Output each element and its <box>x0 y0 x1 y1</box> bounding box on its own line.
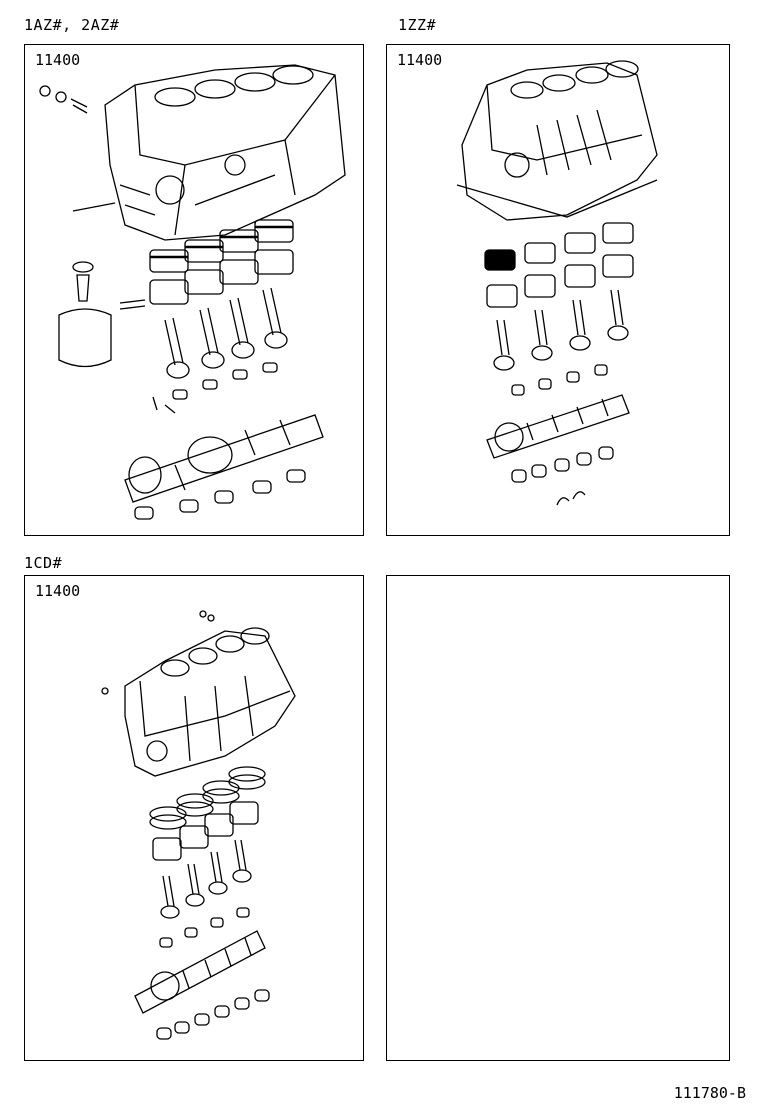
piston-icon <box>149 766 266 861</box>
short-block-diagram-1az <box>39 64 346 520</box>
diagram-id: 111780-B <box>673 1084 746 1102</box>
panel-1cd: 11400 <box>24 575 364 1061</box>
bearing-icon <box>156 907 270 1040</box>
part-number-label: 11400 <box>397 51 443 69</box>
crankshaft-icon <box>486 394 630 459</box>
crankshaft-icon <box>124 396 324 503</box>
model-label-1cd: 1CD# <box>24 554 63 572</box>
bearing-icon <box>134 362 306 520</box>
crankshaft-icon <box>134 930 266 1014</box>
connecting-rod-icon <box>164 287 288 379</box>
connecting-rod-icon <box>493 289 629 371</box>
panel-1zz: 11400 <box>386 44 730 536</box>
engine-block-icon <box>104 64 346 241</box>
short-block-diagram-1zz <box>456 60 658 506</box>
piston-icon <box>484 222 634 308</box>
bearing-icon <box>511 364 614 506</box>
piston-icon <box>149 219 294 305</box>
part-number-label: 11400 <box>35 582 81 600</box>
connecting-rod-icon <box>160 839 252 919</box>
panel-1az-2az: 11400 <box>24 44 364 536</box>
model-label-1zz: 1ZZ# <box>398 16 437 34</box>
panel-empty <box>386 575 730 1061</box>
model-label-1az-2az: 1AZ#, 2AZ# <box>24 16 120 34</box>
short-block-diagram-1cd <box>101 610 296 1040</box>
engine-block-icon <box>101 610 296 777</box>
part-number-label: 11400 <box>35 51 81 69</box>
engine-block-icon <box>456 60 658 221</box>
oil-filter-icon <box>58 261 112 368</box>
